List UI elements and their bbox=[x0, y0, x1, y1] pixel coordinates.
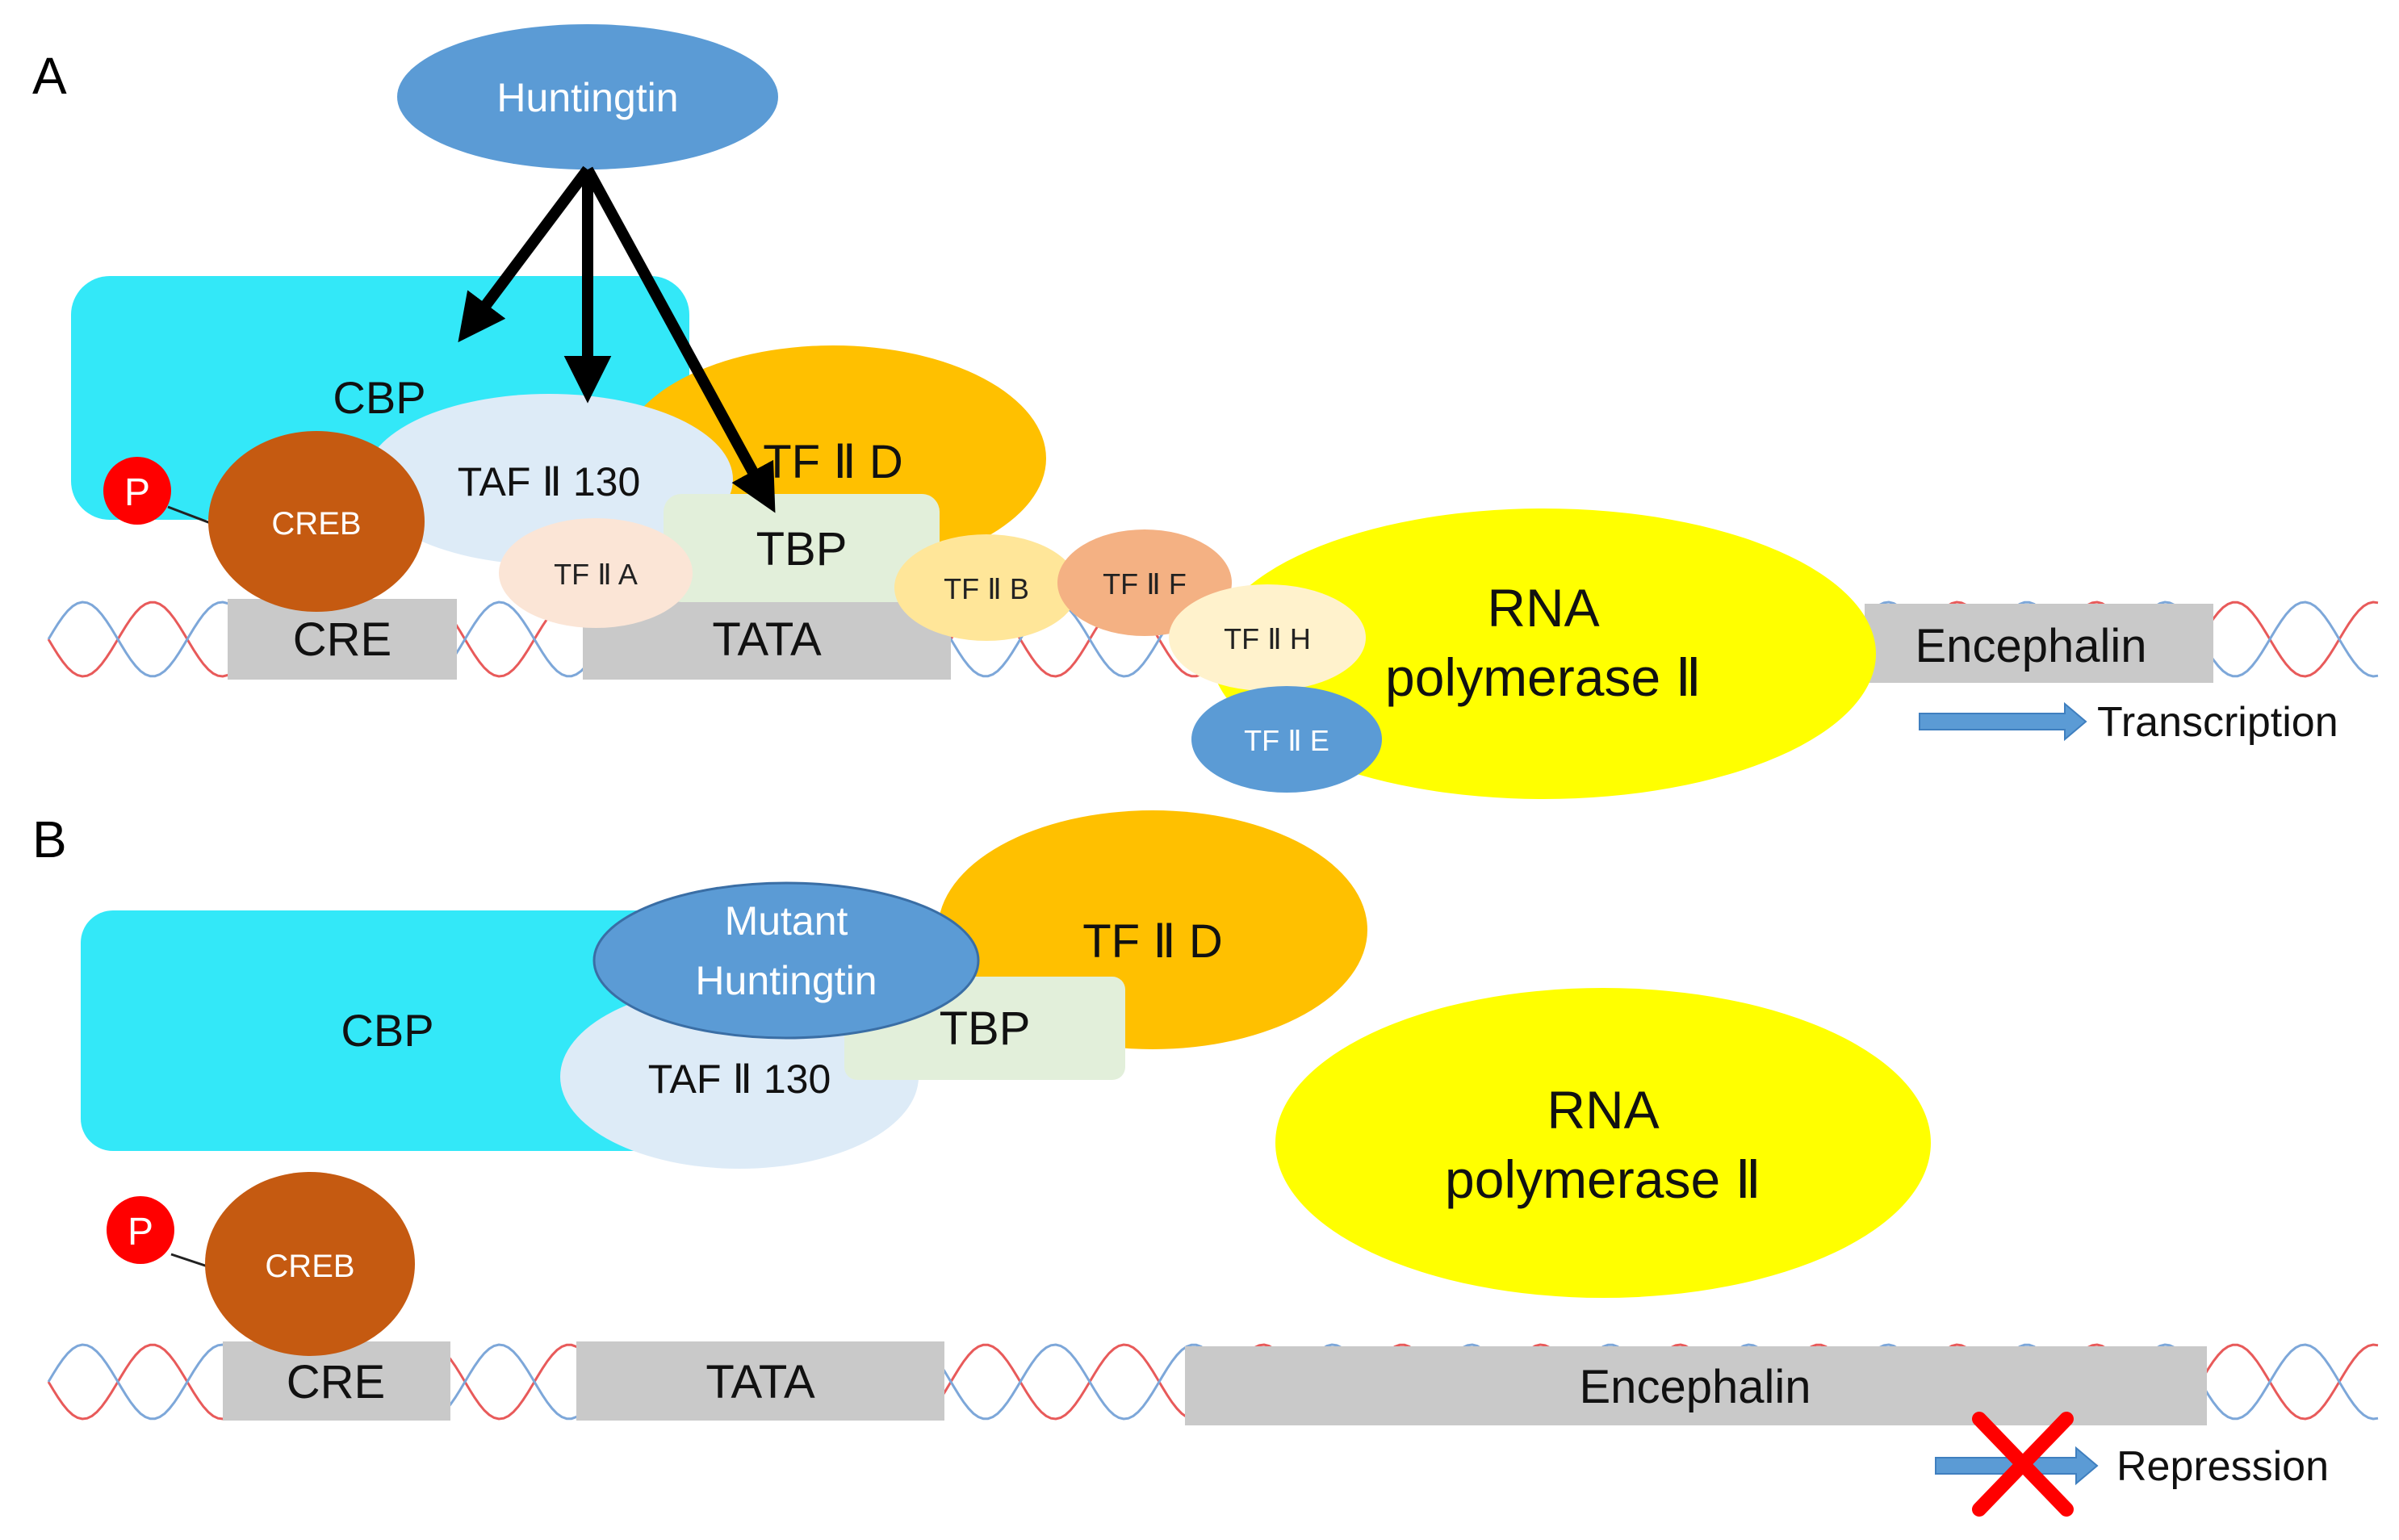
phosphate-icon bbox=[107, 1196, 174, 1264]
blocked-cross-icon bbox=[1972, 1412, 2074, 1517]
tfiie-shape bbox=[1191, 686, 1382, 793]
cre-label: CRE bbox=[293, 613, 391, 666]
arrow-to-tbp bbox=[582, 166, 776, 513]
tfiif-label: TF Ⅱ F bbox=[1103, 567, 1187, 601]
rna-polymerase-shape bbox=[1275, 988, 1931, 1298]
encephalin-box bbox=[1185, 1346, 2207, 1425]
mutant-huntingtin-label-line1: Mutant bbox=[725, 898, 848, 944]
transcription-label: Transcription bbox=[2097, 699, 2338, 746]
tfiie-label: TF Ⅱ E bbox=[1244, 724, 1329, 757]
tfiid-label: TF Ⅱ D bbox=[1082, 915, 1223, 968]
tata-label: TATA bbox=[712, 613, 822, 666]
panel-b: B CRE TATA Encephalin TF Ⅱ D CBP TAF Ⅱ 1… bbox=[32, 810, 2379, 1517]
phosphate-label: P bbox=[128, 1211, 153, 1253]
mutant-huntingtin-label-line2: Huntingtin bbox=[695, 958, 877, 1003]
tata-box bbox=[576, 1341, 944, 1421]
phosphate-icon bbox=[103, 457, 171, 525]
creb-shape bbox=[208, 431, 425, 612]
rna-polymerase-label-line1: RNA bbox=[1487, 578, 1599, 638]
arrow-to-cbp bbox=[458, 165, 592, 343]
rna-polymerase-label-line1: RNA bbox=[1547, 1080, 1659, 1140]
tfiid-label: TF Ⅱ D bbox=[763, 436, 903, 488]
panel-b-label: B bbox=[32, 810, 67, 868]
cbp-shape bbox=[81, 910, 707, 1151]
creb-label: CREB bbox=[271, 506, 361, 542]
cre-box bbox=[228, 599, 457, 680]
mutant-huntingtin-shape bbox=[592, 881, 980, 1040]
creb-label: CREB bbox=[265, 1249, 354, 1284]
tata-label: TATA bbox=[705, 1356, 815, 1408]
huntingtin-shape bbox=[397, 24, 778, 169]
rna-polymerase-label-line2: polymerase Ⅱ bbox=[1445, 1149, 1761, 1209]
cbp-label: CBP bbox=[341, 1005, 433, 1056]
panel-a: A CRE TATA Encephalin CBP TF Ⅱ D TAF Ⅱ 1… bbox=[32, 24, 2379, 799]
tfiib-shape bbox=[894, 534, 1078, 641]
tbp-label: TBP bbox=[756, 523, 848, 575]
tbp-label: TBP bbox=[940, 1002, 1031, 1055]
tfiia-shape bbox=[499, 518, 693, 628]
tfiia-label: TF Ⅱ A bbox=[554, 558, 638, 591]
tfiih-shape bbox=[1169, 584, 1366, 691]
huntingtin-label: Huntingtin bbox=[496, 75, 678, 120]
taf130-label: TAF Ⅱ 130 bbox=[648, 1057, 831, 1102]
tbp-shape bbox=[664, 494, 940, 602]
transcription-arrow-icon bbox=[1919, 701, 2087, 742]
creb-shape bbox=[205, 1172, 415, 1356]
encephalin-label: Encephalin bbox=[1580, 1361, 1811, 1413]
encephalin-label: Encephalin bbox=[1915, 620, 2147, 672]
cbp-label: CBP bbox=[333, 372, 425, 423]
taf130-shape bbox=[365, 394, 733, 565]
tfiib-label: TF Ⅱ B bbox=[944, 572, 1029, 605]
encephalin-box bbox=[1865, 604, 2213, 683]
repression-label: Repression bbox=[2116, 1443, 2329, 1490]
panel-a-label: A bbox=[32, 47, 67, 105]
cre-label: CRE bbox=[287, 1356, 385, 1408]
phosphate-label: P bbox=[124, 471, 150, 514]
rna-polymerase-label-line2: polymerase Ⅱ bbox=[1385, 647, 1702, 707]
tfiih-label: TF Ⅱ H bbox=[1224, 622, 1311, 655]
cre-box bbox=[223, 1341, 450, 1421]
taf130-label: TAF Ⅱ 130 bbox=[458, 459, 641, 504]
